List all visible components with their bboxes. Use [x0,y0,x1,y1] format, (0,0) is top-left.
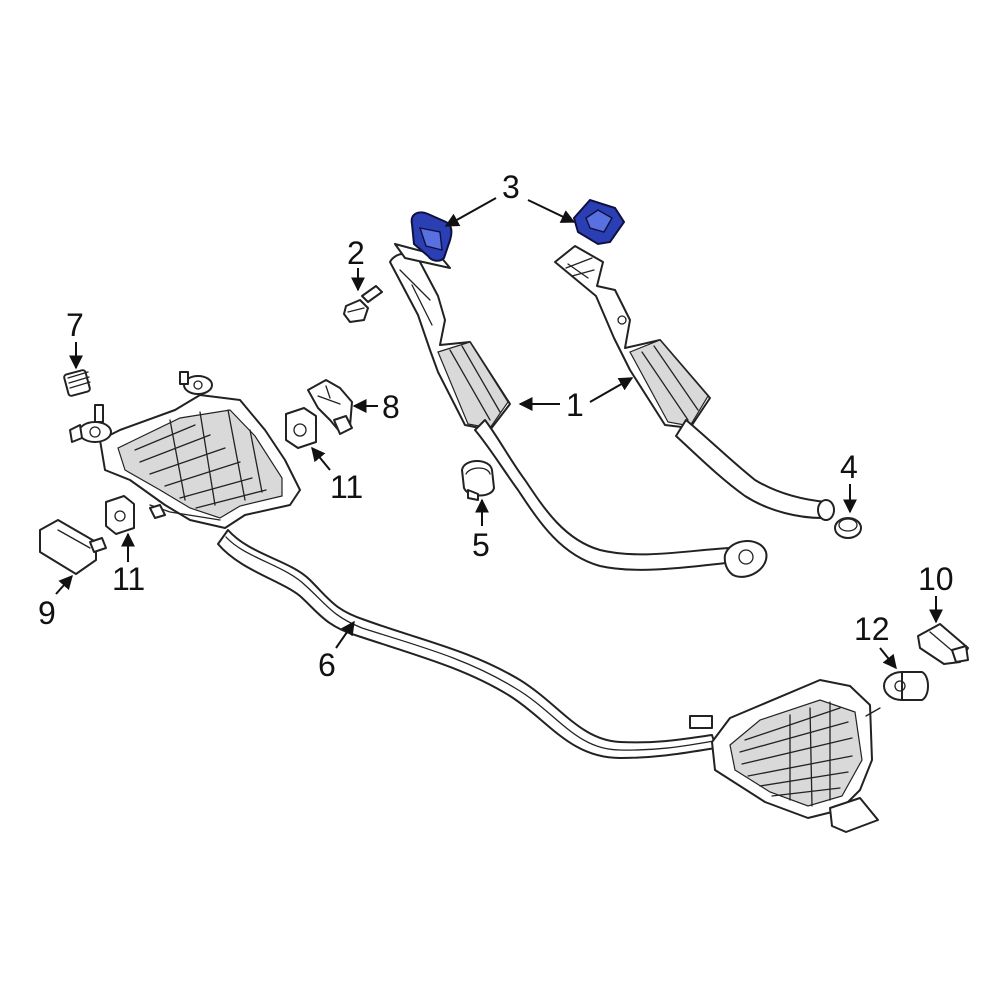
leader-3a [444,197,497,227]
callout-7: 7 [66,307,84,343]
left-catalytic-converter [389,243,768,578]
callout-6: 6 [318,647,336,683]
callout-11-lower: 11 [112,561,145,597]
gasket-left [410,211,453,262]
callout-1: 1 [566,387,584,423]
gasket-right [572,198,626,246]
plug [834,517,862,539]
mounting-bracket [39,519,107,575]
callout-8: 8 [382,389,400,425]
callout-4: 4 [840,449,858,485]
callout-2: 2 [347,235,365,271]
clamp [461,460,495,501]
callout-5: 5 [472,527,490,563]
leader-11a [311,446,331,471]
front-muffler [69,371,301,529]
rear-hanger-bracket [917,623,969,665]
rear-insulator [883,671,929,701]
leader-1b [589,377,634,403]
stud [63,369,91,397]
right-catalytic-converter [554,245,835,521]
leader-12 [879,647,897,670]
bolt [343,285,383,323]
callout-3: 3 [502,169,520,205]
callout-9: 9 [38,595,56,631]
leader-lines [55,197,943,670]
callout-12: 12 [854,611,890,647]
callout-10: 10 [918,561,954,597]
rear-muffler [711,679,881,833]
leader-6 [335,620,355,649]
callout-labels: 1 2 3 4 5 6 7 8 9 10 11 11 12 [38,169,954,683]
bracket [307,379,353,435]
hanger-insulator-upper [285,407,317,449]
hanger-insulator-lower [105,495,135,535]
leader-9 [55,574,73,595]
leader-3b [527,199,576,223]
callout-11-upper: 11 [330,469,363,505]
